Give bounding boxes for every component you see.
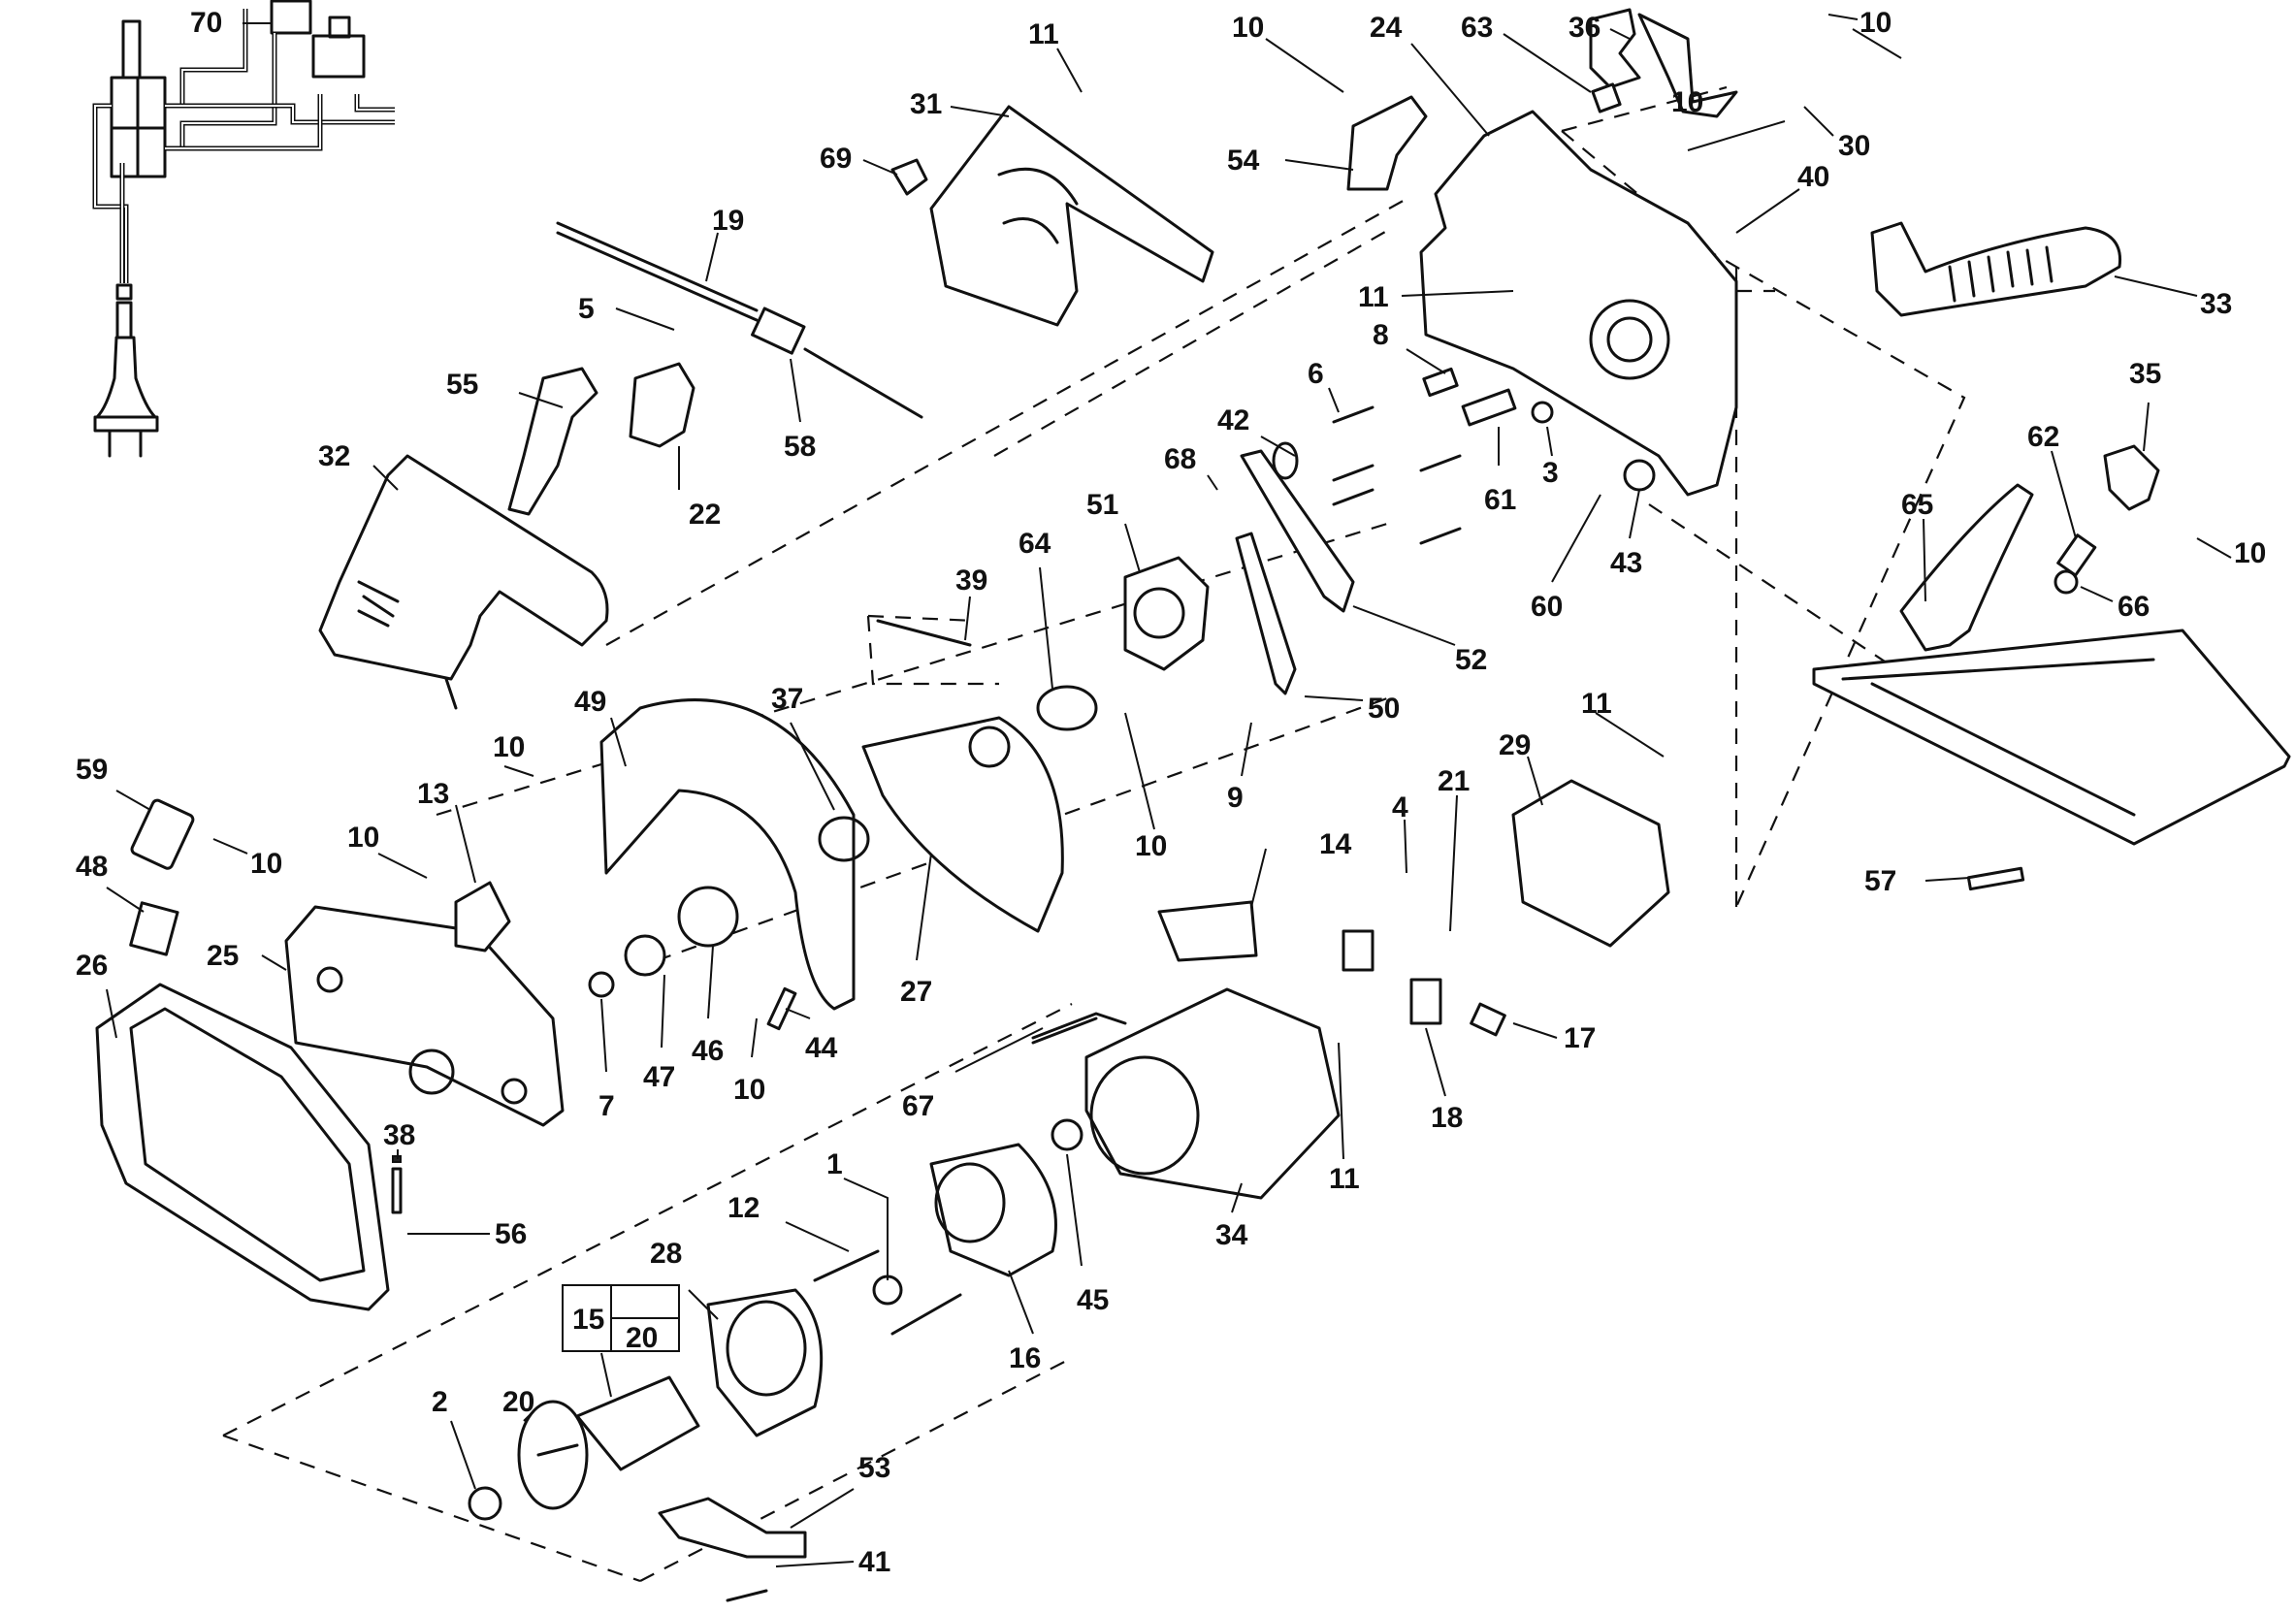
part-label-20: 20 [502,1386,534,1418]
part-label-59: 59 [76,754,108,786]
part-label-18: 18 [1431,1102,1463,1134]
assembly-guide-lines [222,85,2116,1583]
part-label-10-b: 10 [1671,86,1703,118]
part-label-1: 1 [826,1148,843,1180]
part-label-62: 62 [2027,421,2059,453]
part-label-47: 47 [643,1061,675,1093]
part-label-65: 65 [1901,489,1933,521]
part-32-rear-handle [318,454,609,681]
part-label-32: 32 [318,440,350,472]
part-label-35: 35 [2129,358,2161,390]
part-label-64: 64 [1019,528,1051,560]
part-label-8: 8 [1373,319,1389,351]
part-label-58: 58 [784,431,816,463]
part-label-43: 43 [1610,547,1642,579]
part-label-31: 31 [910,88,942,120]
part-label-39: 39 [955,565,987,597]
part-label-11-d: 11 [1329,1163,1360,1195]
part-label-54: 54 [1227,145,1260,177]
part-label-48: 48 [76,851,108,883]
wiring-schematic [92,0,395,458]
part-shapes [95,8,2291,1602]
part-label-33: 33 [2200,288,2232,320]
part-label-27: 27 [900,976,932,1008]
part-label-17: 17 [1564,1022,1596,1054]
part-label-50: 50 [1368,693,1400,725]
part-label-61: 61 [1484,484,1516,516]
part-label-37: 37 [771,683,803,715]
part-label-41: 41 [858,1546,890,1578]
part-label-38: 38 [383,1119,415,1151]
part-label-45: 45 [1077,1284,1109,1316]
part-label-10-e: 10 [1135,830,1167,862]
part-label-2: 2 [432,1386,448,1418]
part-label-14: 14 [1319,828,1352,860]
part-label-11-c: 11 [1581,688,1612,720]
part-label-30: 30 [1838,130,1870,162]
part-label-53: 53 [858,1452,890,1484]
part-label-4: 4 [1392,791,1408,823]
part-label-34: 34 [1215,1219,1248,1251]
part-label-10-h: 10 [493,731,525,763]
part-label-29: 29 [1499,729,1531,761]
part-label-55: 55 [446,369,478,401]
part-label-19: 19 [712,205,744,237]
part-label-67: 67 [902,1090,934,1122]
part-label-60: 60 [1531,591,1563,623]
part-label-28: 28 [650,1238,682,1270]
part-label-3: 3 [1542,457,1559,489]
part-label-49: 49 [574,686,606,718]
part-label-24: 24 [1370,12,1403,44]
kit-box-top-left-label: 15 [572,1304,604,1336]
part-label-66: 66 [2118,591,2150,623]
part-label-10-g: 10 [347,822,379,854]
kit-box-bottom-right-label: 20 [626,1322,658,1354]
part-label-10-a: 10 [1232,12,1264,44]
part-label-68: 68 [1164,443,1196,475]
part-label-10-c: 10 [1859,7,1892,39]
part-label-42: 42 [1217,404,1249,436]
part-label-25: 25 [207,940,239,972]
part-label-57: 57 [1864,865,1896,897]
part-label-6: 6 [1308,358,1324,390]
part-label-10-f: 10 [250,848,282,880]
part-label-52: 52 [1455,644,1487,676]
kit-box-15-20: 15 20 [562,1284,680,1354]
part-label-16: 16 [1009,1342,1041,1374]
part-label-46: 46 [692,1035,724,1067]
part-label-63: 63 [1461,12,1493,44]
part-labels: 70 19 5 55 22 58 32 11 31 69 10 24 63 36… [76,7,2266,1578]
part-label-70: 70 [190,7,222,39]
part-label-36: 36 [1568,12,1601,44]
part-label-22: 22 [689,499,721,531]
part-label-56: 56 [495,1218,527,1250]
part-label-40: 40 [1797,161,1829,193]
part-label-12: 12 [728,1192,760,1224]
part-label-69: 69 [820,143,852,175]
part-label-44: 44 [805,1032,838,1064]
part-label-9: 9 [1227,782,1244,814]
part-label-13: 13 [417,778,449,810]
part-label-5: 5 [578,293,595,325]
part-label-21: 21 [1438,765,1470,797]
leader-lines [106,14,2232,1567]
part-label-11-b: 11 [1358,281,1389,313]
part-label-10-d: 10 [2234,537,2266,569]
part-label-26: 26 [76,950,108,982]
part-label-10-i: 10 [733,1074,765,1106]
part-label-11-a: 11 [1028,18,1059,50]
part-label-51: 51 [1086,489,1118,521]
part-label-7: 7 [598,1090,615,1122]
